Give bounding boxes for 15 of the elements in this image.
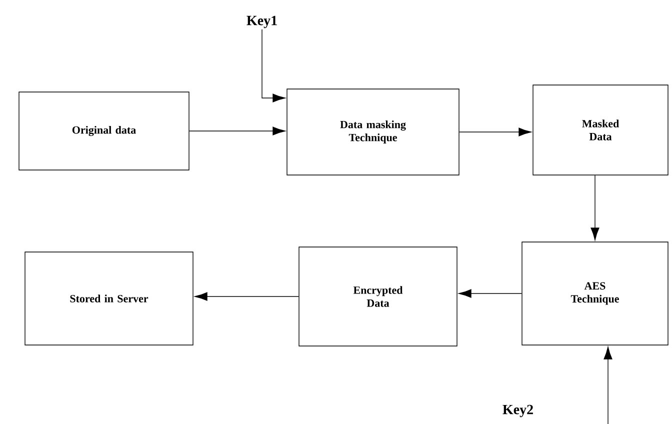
arrow [262, 28, 286, 102]
process-box: Encrypted Data [298, 246, 458, 346]
process-box: Original data [18, 92, 190, 170]
key-label: Key1 [246, 16, 277, 28]
key-label: Key2 [502, 404, 533, 418]
arrow [194, 292, 299, 301]
arrow [189, 126, 286, 136]
process-box: AES Technique [522, 242, 668, 346]
arrow [459, 128, 532, 136]
arrow [604, 346, 612, 424]
process-box: Stored in Server [24, 252, 194, 346]
arrow [590, 175, 600, 240]
arrow [458, 289, 522, 298]
process-box: Masked Data [532, 84, 668, 176]
process-box: Data masking Technique [286, 88, 460, 176]
